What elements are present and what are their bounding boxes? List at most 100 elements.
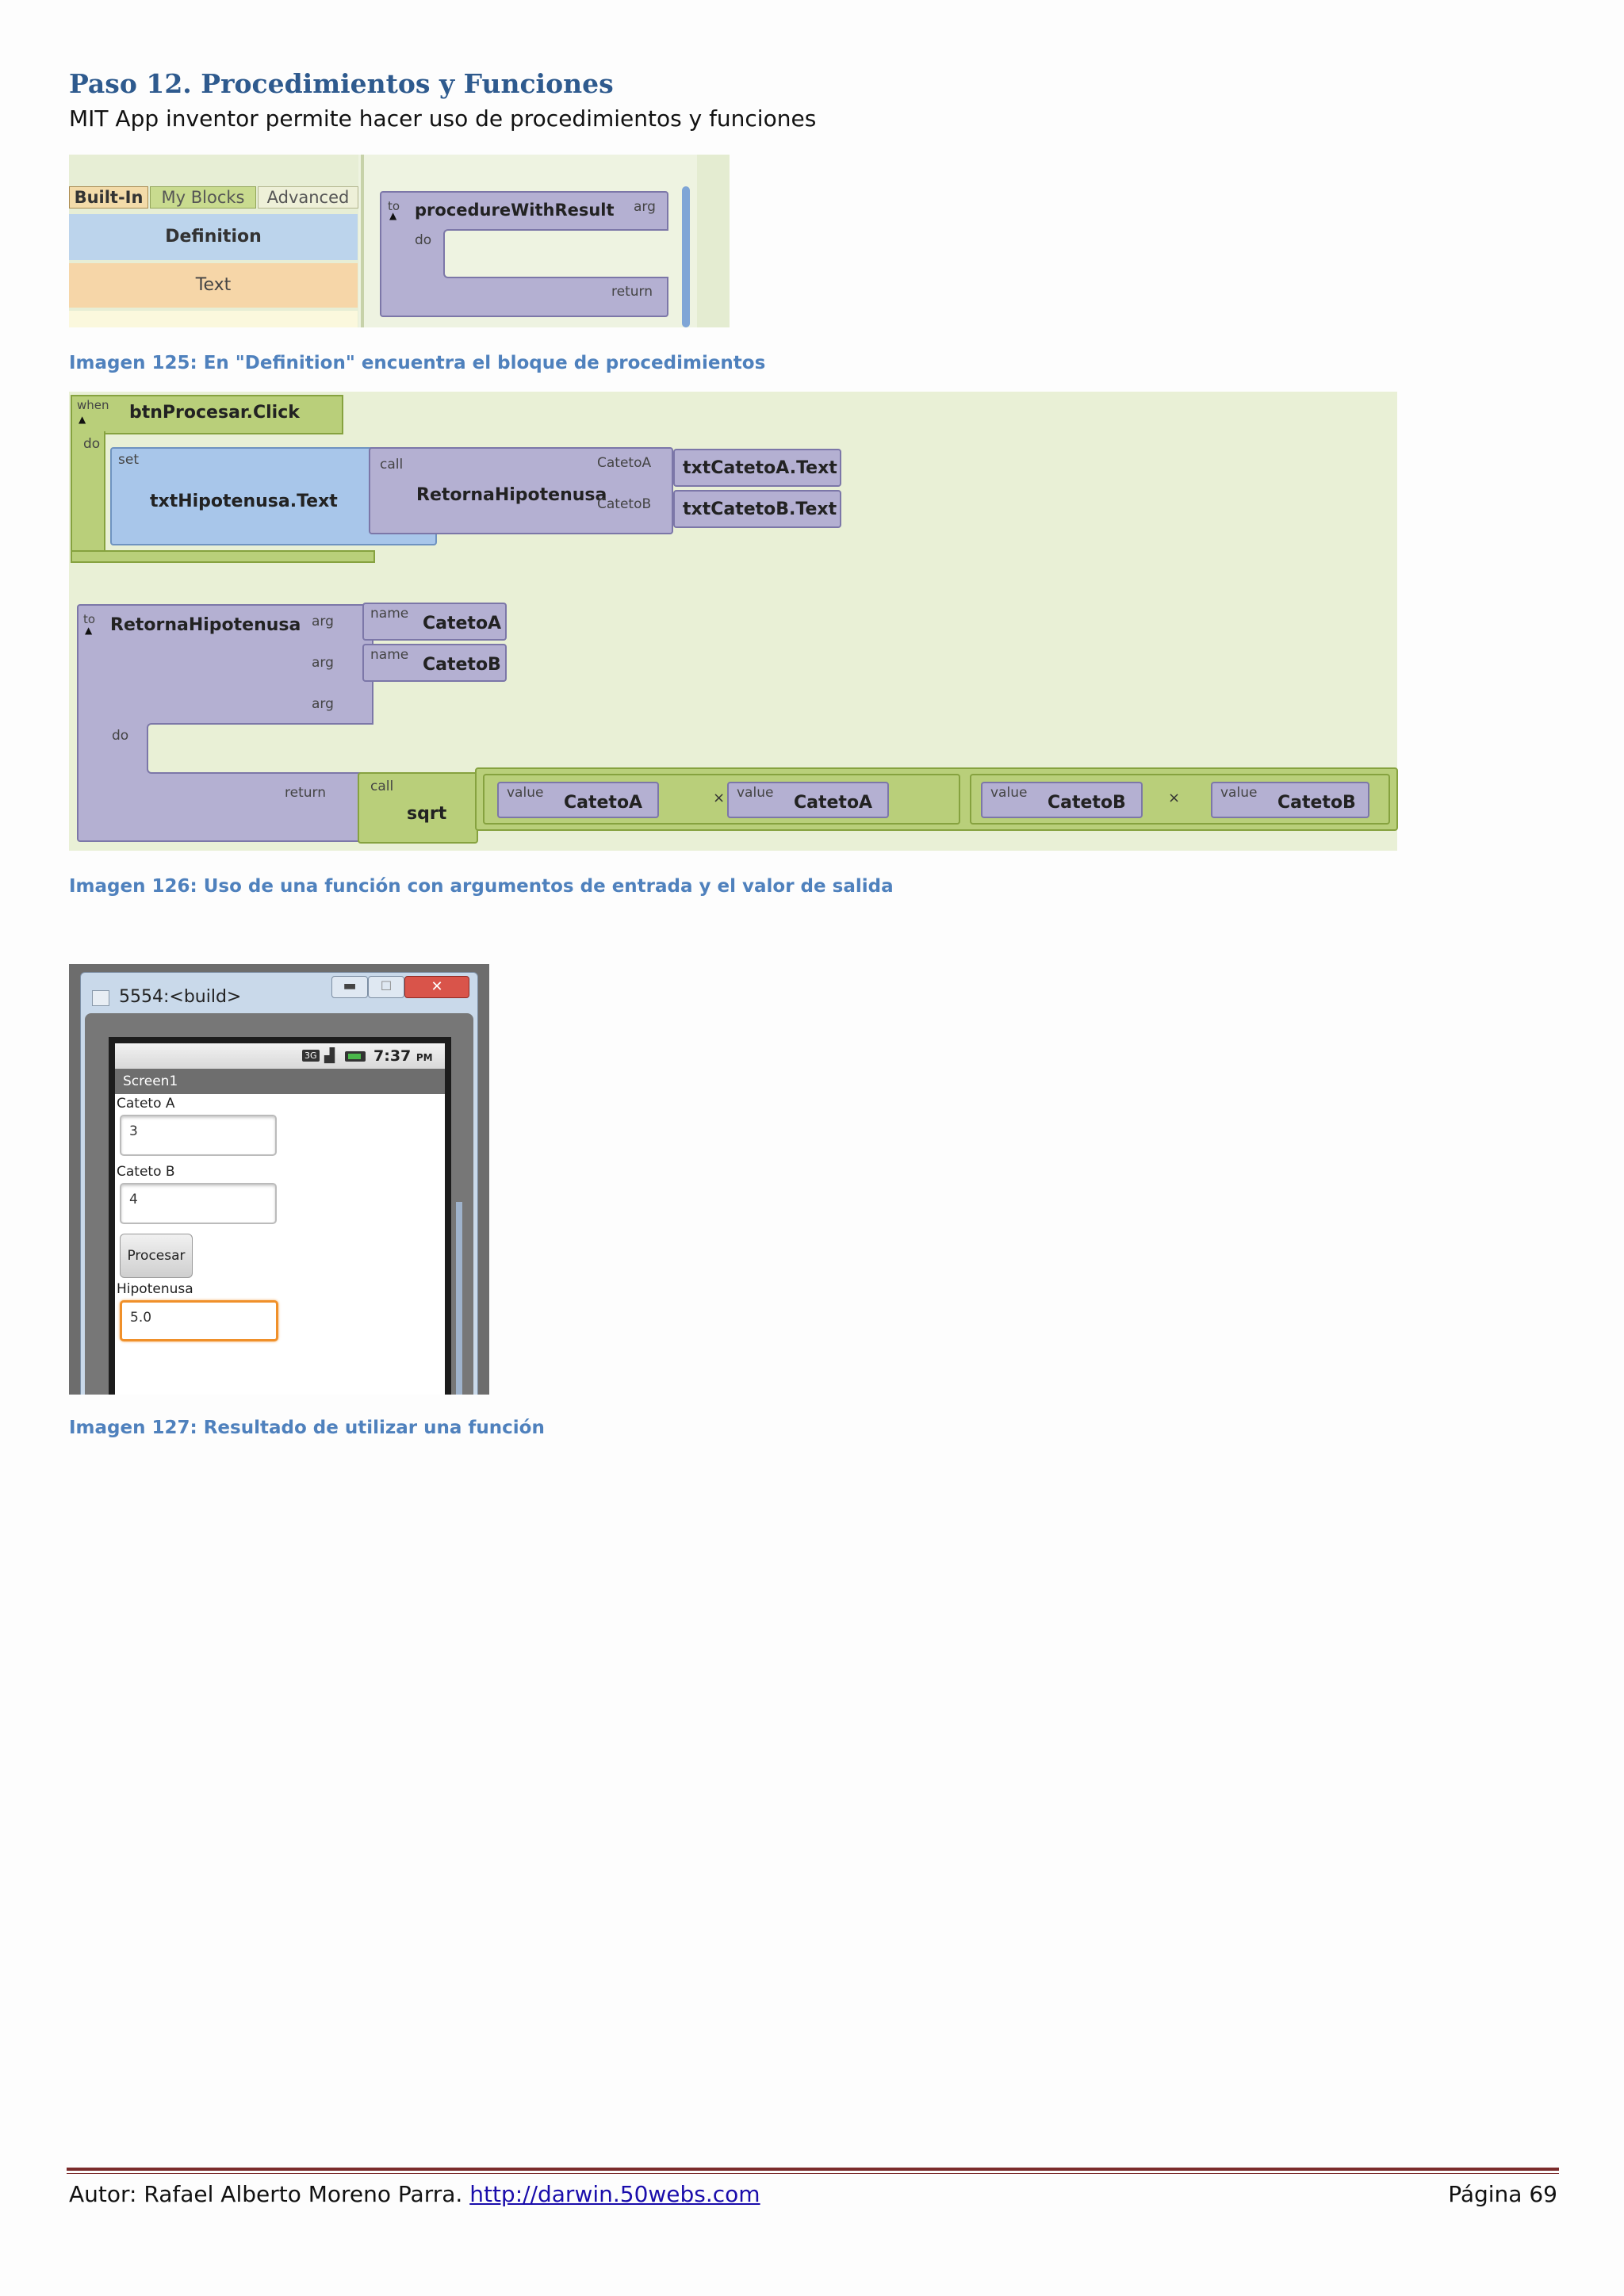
- value-label: value: [1220, 785, 1258, 801]
- value-catetob-1[interactable]: value CatetoB: [981, 782, 1143, 818]
- do-socket[interactable]: [443, 229, 668, 278]
- name-label: name: [370, 606, 409, 622]
- network-icon: 3G: [302, 1050, 320, 1062]
- name-label: name: [370, 647, 409, 663]
- sqrt-call-label: call: [370, 779, 394, 794]
- battery-icon: [345, 1051, 366, 1062]
- label-hipotenusa: Hipotenusa: [117, 1281, 193, 1297]
- arg-label-3: arg: [312, 696, 334, 712]
- return-label: return: [285, 785, 326, 801]
- set-label: set: [118, 452, 139, 468]
- input-cateto-b[interactable]: 4: [120, 1183, 277, 1224]
- sqrt-label: sqrt: [407, 804, 447, 824]
- footer-author: Autor: Rafael Alberto Moreno Parra. http…: [69, 2181, 760, 2207]
- drawer-next[interactable]: [69, 311, 358, 327]
- value-catetoa-1[interactable]: value CatetoA: [497, 782, 659, 818]
- tab-advanced[interactable]: Advanced: [258, 186, 358, 209]
- do-socket[interactable]: [147, 723, 373, 774]
- drawer-text[interactable]: Text: [69, 263, 358, 308]
- when-block-footer: [71, 550, 375, 563]
- do-label: do: [112, 728, 129, 744]
- arg-label-2: arg: [312, 655, 334, 671]
- value-b: txtCatetoB.Text: [683, 499, 837, 519]
- canvas-right-edge: [697, 155, 730, 327]
- procedure-name[interactable]: procedureWithResult: [415, 201, 615, 220]
- section-heading: Paso 12. Procedimientos y Funciones: [69, 68, 614, 99]
- input-cateto-a[interactable]: 3: [120, 1115, 277, 1156]
- author-text: Autor: Rafael Alberto Moreno Parra.: [69, 2181, 463, 2207]
- value-name: CatetoA: [564, 793, 643, 813]
- times-operator-a: ×: [713, 790, 726, 806]
- figure-125: Built-In My Blocks Advanced Definition T…: [69, 155, 730, 327]
- window-title: 5554:<build>: [119, 987, 242, 1007]
- footer-rule: [67, 2168, 1559, 2171]
- procesar-button[interactable]: Procesar: [120, 1234, 193, 1278]
- call-label: call: [380, 457, 404, 473]
- value-name: CatetoB: [1048, 793, 1126, 813]
- intro-paragraph: MIT App inventor permite hacer uso de pr…: [69, 105, 817, 132]
- collapse-arrow-icon[interactable]: ▲: [85, 625, 93, 636]
- call-retornahipotenusa-block[interactable]: call RetornaHipotenusa CatetoA CatetoB: [369, 447, 673, 534]
- clock-time: 7:37: [373, 1047, 412, 1065]
- palette-panel: Built-In My Blocks Advanced Definition T…: [69, 155, 358, 327]
- to-label: to: [83, 612, 96, 626]
- call-sqrt-block[interactable]: call sqrt: [358, 772, 478, 844]
- close-button[interactable]: ✕: [404, 976, 469, 998]
- caption-127: Imagen 127: Resultado de utilizar una fu…: [69, 1418, 545, 1438]
- minimize-button[interactable]: ▬: [331, 976, 368, 998]
- arg-name-2: CatetoB: [423, 655, 501, 675]
- screen-title: Screen1: [123, 1073, 178, 1089]
- label-cateto-a: Cateto A: [117, 1096, 175, 1112]
- clock-ampm: PM: [416, 1052, 433, 1063]
- collapse-arrow-icon[interactable]: ▲: [389, 210, 397, 221]
- procedure-name: RetornaHipotenusa: [110, 615, 301, 635]
- value-catetoa-2[interactable]: value CatetoA: [727, 782, 889, 818]
- label-cateto-b: Cateto B: [117, 1164, 175, 1180]
- call-name: RetornaHipotenusa: [416, 485, 607, 505]
- value-label: value: [507, 785, 544, 801]
- txtcatetob-text-block[interactable]: txtCatetoB.Text: [673, 490, 841, 528]
- arg-name-1: CatetoA: [423, 614, 502, 633]
- page-number: Página 69: [1448, 2181, 1557, 2207]
- input-hipotenusa[interactable]: 5.0: [120, 1300, 278, 1341]
- drawer-definition[interactable]: Definition: [69, 214, 358, 260]
- signal-icon: ▟: [324, 1048, 335, 1064]
- tab-built-in[interactable]: Built-In: [69, 186, 148, 209]
- palette-divider: [361, 155, 364, 327]
- tab-my-blocks[interactable]: My Blocks: [150, 186, 256, 209]
- when-label: when: [77, 398, 109, 412]
- arg-label: arg: [634, 199, 656, 215]
- footer-link[interactable]: http://darwin.50webs.com: [469, 2181, 760, 2207]
- call-arg-b: CatetoB: [597, 496, 652, 512]
- value-catetob-2[interactable]: value CatetoB: [1211, 782, 1369, 818]
- call-arg-a: CatetoA: [597, 455, 652, 471]
- window-app-icon: [92, 990, 109, 1006]
- event-name: btnProcesar.Click: [129, 403, 300, 423]
- arg-catetob-block[interactable]: name CatetoB: [362, 644, 507, 682]
- arg-label-1: arg: [312, 614, 334, 629]
- retornahipotenusa-procedure-block[interactable]: to ▲ RetornaHipotenusa arg arg arg do re…: [77, 604, 373, 842]
- when-btnprocesar-click-block[interactable]: when ▲ btnProcesar.Click: [71, 395, 343, 434]
- arg-catetoa-block[interactable]: name CatetoA: [362, 603, 507, 641]
- collapse-arrow-icon[interactable]: ▲: [79, 414, 86, 425]
- when-block-body: do: [71, 431, 105, 552]
- txtcatetoa-text-block[interactable]: txtCatetoA.Text: [673, 449, 841, 487]
- canvas-scrollbar[interactable]: [682, 186, 690, 327]
- times-operator-b: ×: [1168, 790, 1181, 806]
- clock: 7:37 PM: [373, 1047, 433, 1065]
- maximize-button[interactable]: ☐: [368, 976, 404, 998]
- procedure-with-result-block[interactable]: to ▲ procedureWithResult arg do return: [380, 191, 668, 317]
- phone-screen: 3G ▟ 7:37 PM Screen1 Cateto A 3 Cateto B…: [115, 1043, 445, 1395]
- value-a: txtCatetoA.Text: [683, 458, 837, 478]
- to-label: to: [388, 199, 400, 213]
- value-name: CatetoA: [794, 793, 873, 813]
- status-bar: 3G ▟ 7:37 PM: [115, 1043, 445, 1069]
- caption-126: Imagen 126: Uso de una función con argum…: [69, 876, 894, 897]
- value-label: value: [737, 785, 774, 801]
- footer-rule-thin: [67, 2173, 1559, 2174]
- value-name: CatetoB: [1277, 793, 1356, 813]
- value-label: value: [990, 785, 1028, 801]
- return-label: return: [611, 284, 653, 300]
- do-label: do: [415, 232, 432, 248]
- figure-127: 5554:<build> ▬ ☐ ✕ 3G ▟ 7:37 PM Screen1 …: [69, 964, 489, 1395]
